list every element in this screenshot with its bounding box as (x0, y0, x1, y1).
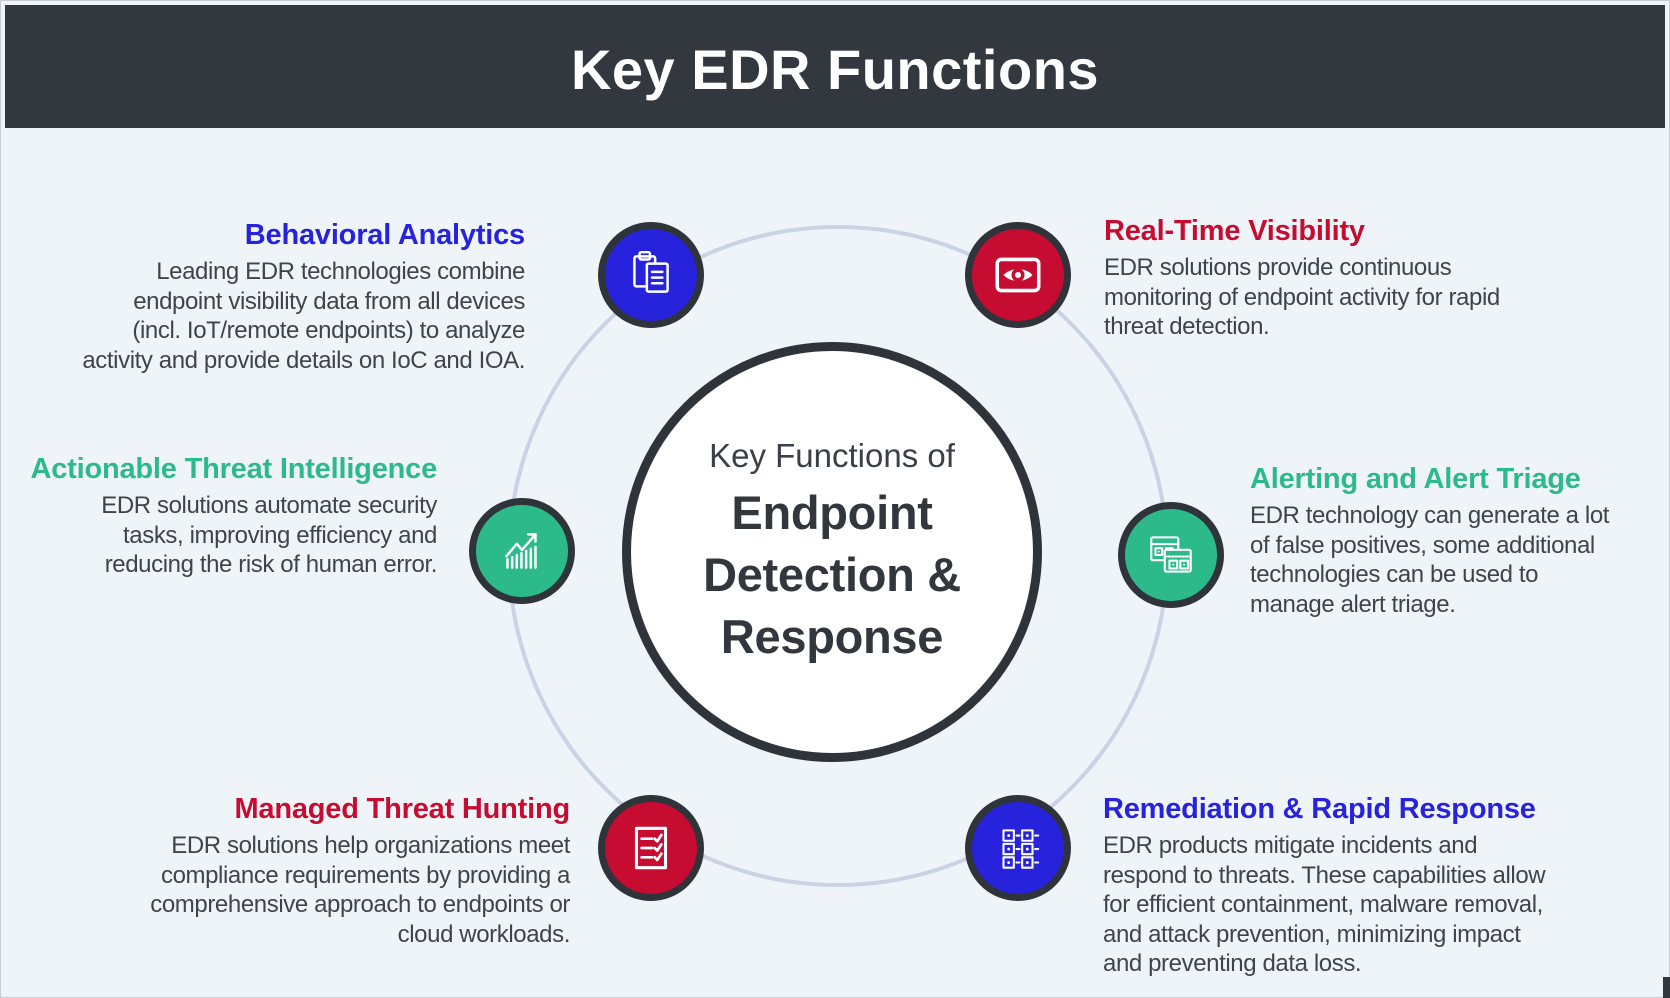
node-real-time-visibility (965, 222, 1071, 328)
section-body: EDR technology can generate a lot of fal… (1250, 502, 1610, 618)
clipboard-copy-icon (623, 247, 679, 303)
section-title: Behavioral Analytics (244, 219, 525, 251)
page-title: Key EDR Functions (570, 38, 1100, 101)
section-body: EDR products mitigate incidents and resp… (1103, 832, 1546, 977)
section-title: Remediation & Rapid Response (1103, 793, 1536, 825)
section-remediation-rapid-response: Remediation & Rapid Response EDR product… (1103, 790, 1643, 979)
eye-monitor-icon (990, 247, 1046, 303)
node-remediation-rapid-response (965, 795, 1071, 901)
node-managed-threat-hunting (598, 795, 704, 901)
section-alerting-and-alert-triage: Alerting and Alert Triage EDR technology… (1250, 460, 1660, 619)
section-actionable-threat-intelligence: Actionable Threat Intelligence EDR solut… (7, 450, 437, 580)
section-body: Leading EDR technologies combine endpoin… (82, 258, 525, 374)
section-body: EDR solutions provide continuous monitor… (1104, 254, 1500, 340)
bottom-right-bar-fragment (1663, 977, 1670, 998)
section-title: Managed Threat Hunting (234, 793, 570, 825)
center-circle: Key Functions of Endpoint Detection & Re… (622, 342, 1042, 762)
app-windows-icon (1143, 527, 1199, 583)
section-title: Alerting and Alert Triage (1250, 463, 1581, 495)
center-kicker: Key Functions of (709, 437, 955, 475)
header-bar: Key EDR Functions (5, 5, 1665, 128)
section-behavioral-analytics: Behavioral Analytics Leading EDR technol… (55, 216, 525, 375)
section-body: EDR solutions automate security tasks, i… (101, 492, 437, 578)
node-actionable-threat-intelligence (469, 498, 575, 604)
workflow-grid-icon (990, 820, 1046, 876)
section-title: Actionable Threat Intelligence (30, 453, 437, 485)
section-managed-threat-hunting: Managed Threat Hunting EDR solutions hel… (90, 790, 570, 949)
checklist-icon (623, 820, 679, 876)
node-behavioral-analytics (598, 222, 704, 328)
section-title: Real-Time Visibility (1104, 215, 1365, 247)
section-real-time-visibility: Real-Time Visibility EDR solutions provi… (1104, 212, 1644, 342)
node-alerting-and-alert-triage (1118, 502, 1224, 608)
center-title: Endpoint Detection & Response (703, 485, 961, 663)
section-body: EDR solutions help organizations meet co… (150, 832, 570, 948)
growth-chart-icon (494, 523, 550, 579)
